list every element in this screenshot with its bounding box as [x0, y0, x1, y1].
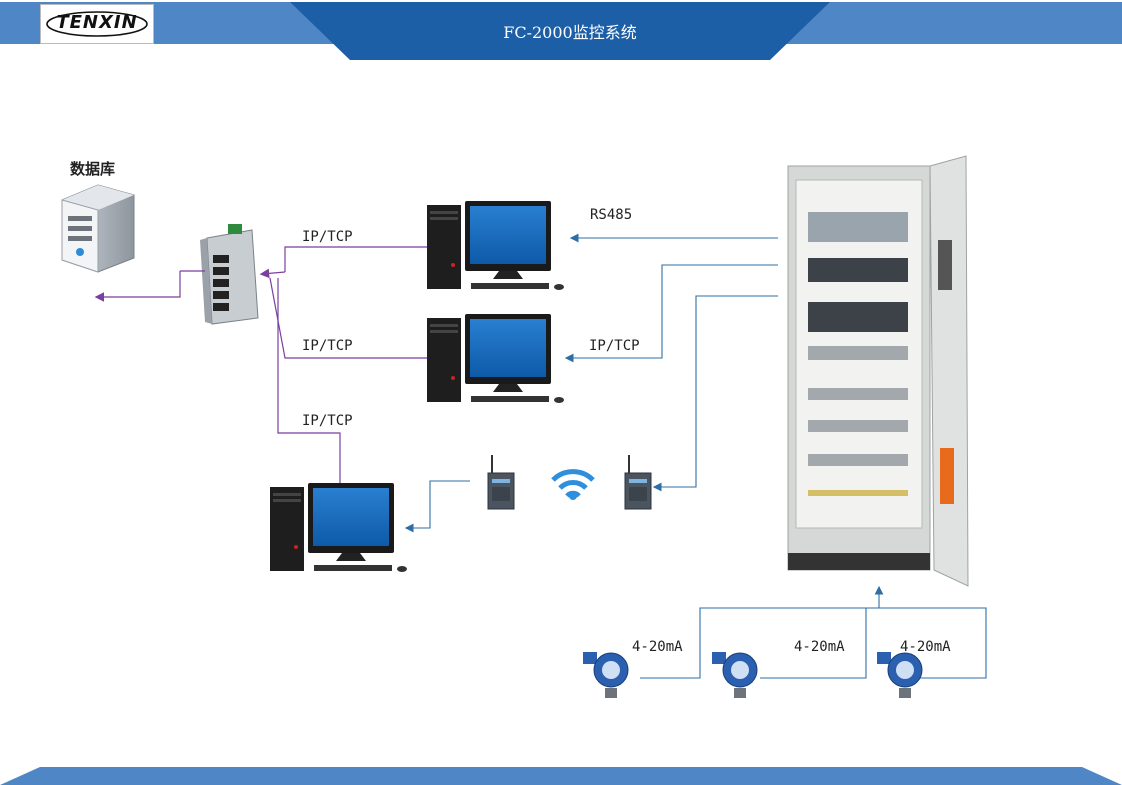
computer-2-icon: [427, 314, 564, 403]
ip-tcp-label-2: IP/TCP: [302, 338, 353, 354]
control-cabinet-icon: [787, 155, 969, 587]
gas-detector-3-icon: [877, 652, 923, 698]
logo-text: TENXIN: [56, 12, 138, 33]
ip-tcp-label-1: IP/TCP: [302, 229, 353, 245]
network-lines: [94, 246, 427, 487]
company-logo: TENXIN: [40, 4, 154, 44]
logo-swoosh: [46, 11, 148, 37]
computer-3-icon: [270, 483, 407, 572]
field-lines: [404, 233, 987, 679]
sensor-1-signal-label: 4-20mA: [632, 639, 683, 655]
page-title: FC-2000监控系统: [503, 23, 637, 42]
rs485-label: RS485: [590, 207, 633, 223]
sensor-2-signal-label: 4-20mA: [794, 639, 845, 655]
ip-tcp-label-3: IP/TCP: [302, 413, 353, 429]
wireless-module-left-icon: [487, 455, 515, 510]
gas-detector-1-icon: [583, 652, 629, 698]
ethernet-switch-icon: [200, 224, 259, 325]
wifi-signal-icon: [551, 469, 595, 500]
ip-tcp-label-4: IP/TCP: [589, 338, 640, 354]
footer-band: [0, 767, 1122, 785]
wireless-module-right-icon: [624, 455, 652, 510]
header-band: [0, 2, 1122, 60]
computer-1-icon: [427, 201, 564, 290]
database-server-icon: [61, 184, 135, 273]
sensor-3-signal-label: 4-20mA: [900, 639, 951, 655]
gas-detector-2-icon: [712, 652, 758, 698]
database-label: 数据库: [70, 160, 116, 178]
